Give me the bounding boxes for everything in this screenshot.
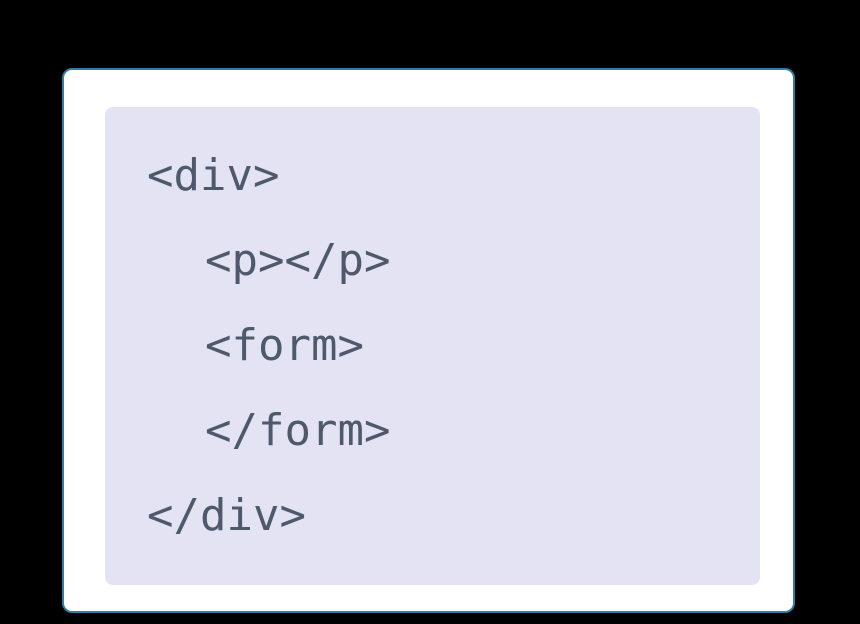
- code-snippet-panel: <div> <p></p> <form> </form> </div>: [105, 107, 760, 585]
- code-line: </form>: [147, 388, 760, 473]
- code-line: </div>: [147, 473, 760, 558]
- code-line-text: </div>: [147, 490, 306, 541]
- code-line-text: <form>: [205, 320, 364, 371]
- code-line-text: </form>: [205, 405, 391, 456]
- code-line-text: <p></p>: [205, 235, 391, 286]
- code-line: <div>: [147, 133, 760, 218]
- code-card: <div> <p></p> <form> </form> </div>: [62, 68, 795, 613]
- code-line-text: <div>: [147, 150, 280, 201]
- code-line: <form>: [147, 303, 760, 388]
- code-line: <p></p>: [147, 218, 760, 303]
